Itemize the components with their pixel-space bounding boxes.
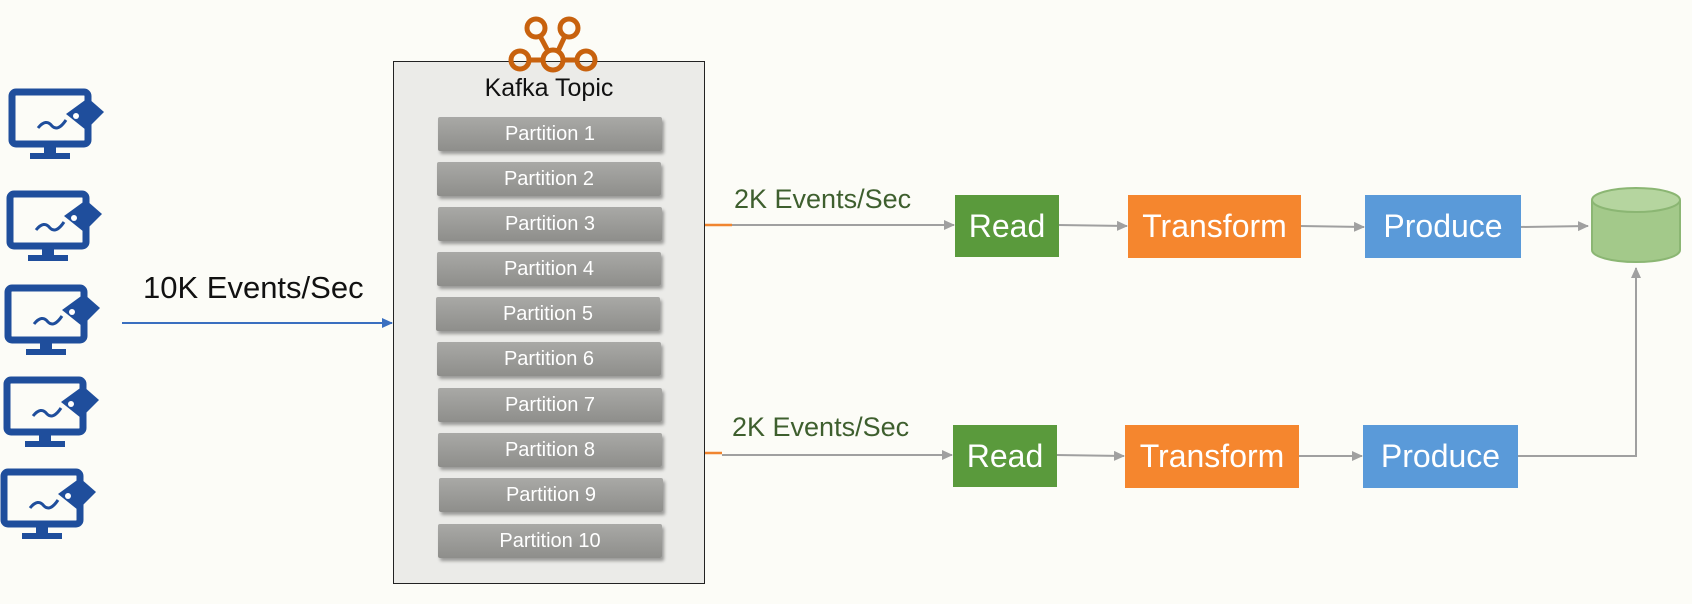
partition: Partition 4 [437, 252, 661, 286]
monitor-tag-icon [4, 284, 100, 355]
pipeline-1-arrow-produce-db [1519, 221, 1589, 232]
pipeline-2-transform-step: Transform [1125, 425, 1299, 488]
pipeline-1-rate-label: 2K Events/Sec [734, 184, 912, 214]
ingest-rate-label: 10K Events/Sec [143, 270, 364, 305]
database-icon [1591, 187, 1681, 263]
partition: Partition 6 [437, 342, 661, 376]
pipeline-2-read-step: Read [953, 425, 1057, 487]
pipeline-1-transform-step: Transform [1128, 195, 1301, 258]
partition: Partition 9 [439, 478, 663, 512]
partition: Partition 3 [438, 207, 662, 241]
partition: Partition 10 [438, 524, 662, 558]
pipeline-2-arrow-produce-db [1518, 267, 1641, 457]
pipeline-1-arrow-read-transform [1057, 220, 1128, 231]
pipeline-1-arrow-transform-produce [1299, 221, 1365, 232]
pipeline-1-produce-step: Produce [1365, 195, 1521, 258]
monitor-tag-icon [3, 376, 99, 447]
pipeline-2-produce-step: Produce [1363, 425, 1518, 488]
partition: Partition 7 [438, 388, 662, 422]
monitor-tag-icon [8, 88, 104, 159]
pipeline-2-rate-label: 2K Events/Sec [732, 412, 910, 442]
partition: Partition 8 [438, 433, 662, 467]
pipeline-1-read-step: Read [955, 195, 1059, 257]
partition: Partition 1 [438, 117, 662, 151]
partition: Partition 5 [436, 297, 660, 331]
kafka-logo-icon [508, 16, 598, 73]
topic-title: Kafka Topic [484, 74, 614, 102]
monitor-tag-icon [6, 190, 102, 261]
monitor-tag-icon [0, 468, 96, 539]
pipeline-2-arrow-read-transform [1055, 450, 1125, 461]
partition: Partition 2 [437, 162, 661, 196]
